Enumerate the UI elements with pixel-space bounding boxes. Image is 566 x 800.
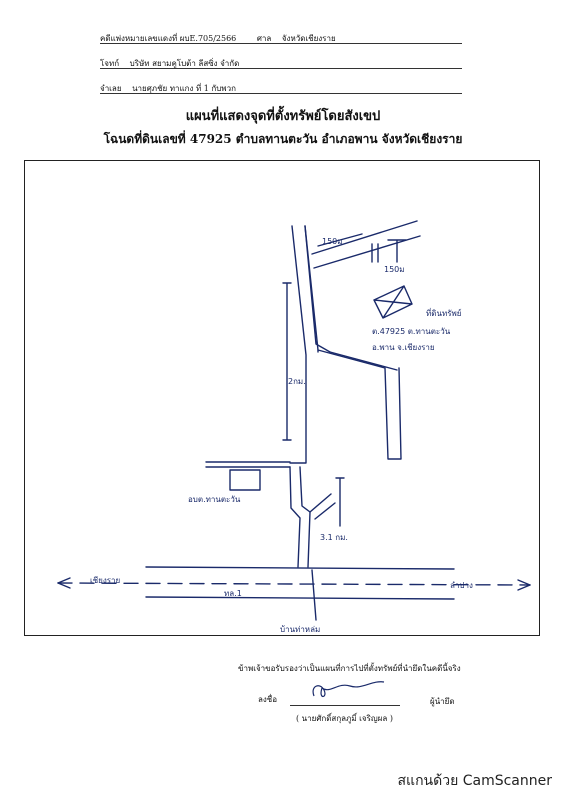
- divider: [100, 43, 462, 44]
- map-title: แผนที่แสดงจุดที่ตั้งทรัพย์โดยสังเขป: [185, 109, 381, 124]
- hand-drawn-map: 150ม 150ม ที่ดินทรัพย์ ต.47925 ต.ทานตะวั…: [57, 220, 531, 634]
- direction-right: ลำปาง: [450, 581, 473, 590]
- connector-right: [299, 466, 311, 568]
- case-number: คดีแพ่งหมายเลขแดงที่ ผบE.705/2566: [100, 34, 237, 43]
- sign-label: ลงชื่อ: [258, 695, 278, 704]
- map-stroke: [311, 569, 317, 621]
- scanner-watermark: สแกนด้วย CamScanner: [397, 773, 553, 789]
- distance-line: [282, 282, 292, 441]
- case-number-line: คดีแพ่งหมายเลขแดงที่ ผบE.705/2566 ศาล จั…: [100, 32, 336, 45]
- junction-label: บ้านท่าหล่ม: [280, 625, 320, 634]
- certification-text: ข้าพเจ้าขอรับรองว่าเป็นแผนที่การไปที่ตั้…: [238, 664, 461, 673]
- map-stroke: [371, 243, 379, 263]
- court-value: จังหวัดเชียงราย: [281, 34, 336, 43]
- map-stroke: [387, 239, 407, 263]
- junction-distance: 3.1 กม.: [320, 533, 348, 542]
- map-frame: 150ม 150ม ที่ดินทรัพย์ ต.47925 ต.ทานตะวั…: [24, 160, 540, 636]
- plaintiff-value: บริษัท สยามคูโบต้า ลีสซิ่ง จำกัด: [129, 59, 240, 68]
- plaintiff-label: โจทก์: [100, 59, 120, 68]
- road-right-edge: [304, 225, 331, 353]
- distance-top: 150ม: [322, 237, 343, 246]
- arrow-right: [517, 579, 531, 591]
- highway-centerline: [57, 582, 531, 586]
- defendant-label: จำเลย: [100, 84, 122, 93]
- defendant-value: นายศุภชัย ทาแกง ที่ 1 กับพวก: [132, 84, 236, 93]
- office-label: อบต.ทานตะวัน: [188, 495, 241, 504]
- property-marker: [373, 285, 413, 319]
- map-stroke: [335, 477, 345, 527]
- office-marker: [229, 469, 261, 491]
- highway-top-edge: [145, 566, 455, 570]
- divider: [100, 93, 462, 94]
- direction-left: เชียงราย: [90, 576, 120, 585]
- property-deed: ต.47925 ต.ทานตะวัน: [372, 327, 451, 336]
- road-edge: [304, 225, 402, 460]
- signature: [312, 681, 385, 698]
- road-edge: [329, 351, 398, 371]
- divider: [100, 68, 462, 69]
- map-stroke: [312, 681, 385, 698]
- deed-subtitle: โฉนดที่ดินเลขที่ 47925 ตำบลทานตะวัน อำเภ…: [103, 132, 463, 146]
- signature-line: [290, 705, 400, 706]
- highway-label: ทล.1: [224, 589, 242, 598]
- map-stroke: [314, 502, 336, 520]
- branch-road-top: [311, 220, 418, 255]
- branch-road-bottom: [313, 235, 421, 269]
- defendant-line: จำเลย นายศุภชัย ทาแกง ที่ 1 กับพวก: [100, 82, 236, 95]
- signer-role: ผู้นำยึด: [430, 697, 455, 706]
- road-left-edge: [289, 225, 307, 464]
- plaintiff-line: โจทก์ บริษัท สยามคูโบต้า ลีสซิ่ง จำกัด: [100, 57, 239, 70]
- map-stroke: [309, 493, 332, 513]
- property-label: ที่ดินทรัพย์: [426, 307, 461, 318]
- connector-left: [289, 466, 301, 568]
- road-distance: 2กม.: [288, 377, 306, 386]
- property-district: อ.พาน จ.เชียงราย: [372, 343, 435, 352]
- distance-side: 150ม: [384, 265, 405, 274]
- arrow-left: [57, 577, 71, 589]
- court-label: ศาล: [256, 34, 272, 43]
- signer-name: ( นายศักดิ์สกุลภูมิ์ เจริญผล ): [296, 714, 393, 723]
- highway-bottom-edge: [145, 596, 455, 600]
- map-stroke: [317, 233, 363, 247]
